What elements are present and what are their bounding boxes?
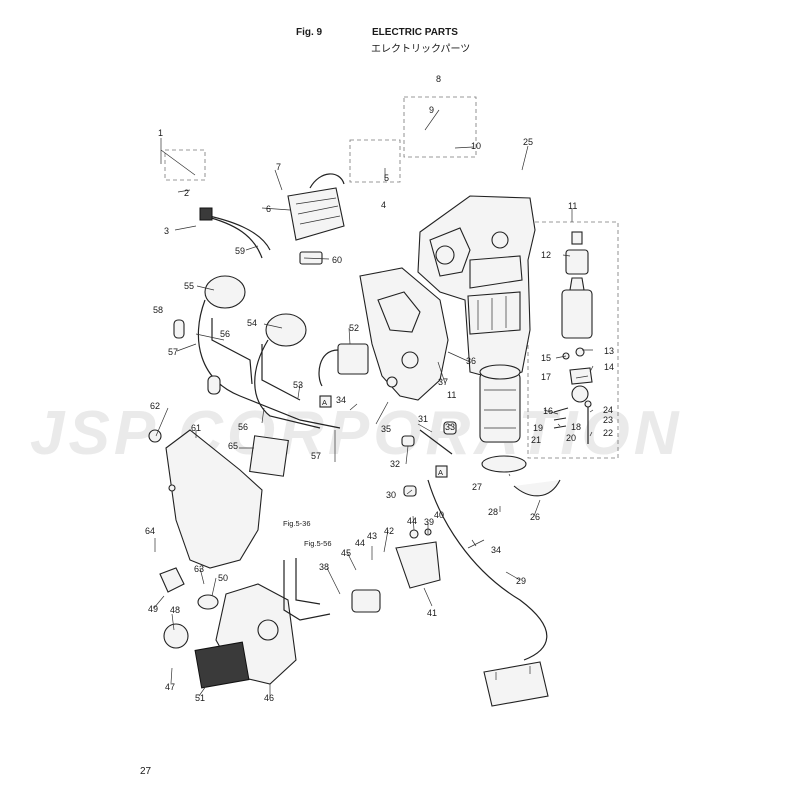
relay-52	[318, 343, 369, 387]
callout-61: 61	[191, 423, 201, 433]
callout-24: 24	[603, 405, 613, 415]
callout-1: 1	[158, 128, 163, 138]
callout-20: 20	[566, 433, 576, 443]
watermark: JSP CORPORATION	[30, 399, 683, 468]
callout-48: 48	[170, 605, 180, 615]
callout-34a: 34	[336, 395, 346, 405]
fig-ref-5-36: Fig.5-36	[283, 519, 311, 528]
starter-exploded	[553, 231, 593, 444]
title-japanese: エレクトリックパーツ	[371, 44, 471, 55]
callout-56b: 56	[238, 422, 248, 432]
marker-a-2: A	[438, 468, 443, 477]
callout-11b: 11	[447, 390, 456, 400]
callout-58: 58	[153, 305, 163, 315]
callout-4: 4	[381, 200, 386, 210]
callout-59: 59	[235, 246, 245, 256]
callout-2: 2	[184, 188, 189, 198]
callout-31: 31	[418, 414, 428, 424]
callout-49: 49	[148, 604, 158, 614]
powerhead	[417, 195, 536, 381]
callout-40: 40	[434, 510, 444, 520]
callout-46: 46	[264, 693, 274, 703]
callout-53: 53	[293, 380, 303, 390]
callout-57b: 57	[311, 451, 321, 461]
callout-7: 7	[276, 162, 281, 172]
group-box-8	[403, 96, 477, 158]
callout-47: 47	[165, 682, 175, 692]
callout-51: 51	[195, 693, 205, 703]
callout-21: 21	[531, 435, 541, 445]
callout-23: 23	[603, 415, 613, 425]
callout-25: 25	[523, 137, 533, 147]
callout-30: 30	[386, 490, 396, 500]
callout-45: 45	[341, 548, 351, 558]
callout-5: 5	[384, 173, 389, 183]
callout-numbers: 1 2 3 4 5 6 7 8 9 10 11 11 12 13 14 15 1…	[145, 74, 614, 703]
callout-11a: 11	[568, 201, 577, 211]
callout-36: 36	[466, 356, 476, 366]
callout-65: 65	[228, 441, 238, 451]
callout-42: 42	[384, 526, 394, 536]
fig-ref-5-56: Fig.5-56	[304, 539, 332, 548]
callout-62: 62	[150, 401, 160, 411]
callout-60: 60	[332, 255, 342, 265]
callout-26: 26	[530, 512, 540, 522]
callout-9: 9	[429, 105, 434, 115]
group-box-4	[349, 139, 401, 183]
callout-32: 32	[390, 459, 400, 469]
callout-6: 6	[266, 204, 271, 214]
leader-lines	[153, 109, 594, 697]
reference-labels: Fig.5-36 Fig.5-56 A A	[283, 395, 448, 548]
callout-27: 27	[472, 482, 482, 492]
group-box-1	[164, 149, 206, 181]
figure-label: Fig. 9	[296, 27, 323, 38]
callout-44b: 44	[355, 538, 365, 548]
callout-8: 8	[436, 74, 441, 84]
callout-16: 16	[543, 406, 553, 416]
callout-10: 10	[471, 141, 481, 151]
callout-15: 15	[541, 353, 551, 363]
title-english: ELECTRIC PARTS	[372, 27, 458, 38]
callout-19: 19	[533, 423, 543, 433]
callout-38: 38	[319, 562, 329, 572]
callout-43: 43	[367, 531, 377, 541]
electrical-cover	[148, 429, 289, 569]
mount-bracket	[359, 267, 449, 401]
marker-a-1: A	[322, 398, 327, 407]
callout-56a: 56	[220, 329, 230, 339]
callout-35: 35	[381, 424, 391, 434]
callout-22: 22	[603, 428, 613, 438]
callout-12: 12	[541, 250, 551, 260]
callout-39: 39	[424, 517, 434, 527]
relay-assemblies	[173, 275, 341, 429]
callout-44a: 44	[407, 516, 417, 526]
callout-34b: 34	[491, 545, 501, 555]
starter-motor	[479, 364, 521, 443]
callout-13: 13	[604, 346, 614, 356]
callout-57a: 57	[168, 347, 178, 357]
connector-parts	[283, 528, 441, 621]
cable-parts	[401, 421, 457, 497]
callout-17: 17	[541, 372, 551, 382]
callout-14: 14	[604, 362, 614, 372]
callout-64: 64	[145, 526, 155, 536]
callout-50: 50	[218, 573, 228, 583]
callout-63: 63	[194, 564, 204, 574]
callout-29: 29	[516, 576, 526, 586]
clamps	[481, 455, 561, 497]
callout-3: 3	[164, 226, 169, 236]
callout-54: 54	[247, 318, 257, 328]
ignition-plate	[159, 567, 297, 689]
callout-33: 33	[445, 422, 455, 432]
page-number: 27	[140, 766, 152, 777]
battery-cable	[427, 479, 549, 707]
callout-52: 52	[349, 323, 359, 333]
rectifier-regulator	[287, 173, 345, 241]
callout-28: 28	[488, 507, 498, 517]
callout-37: 37	[438, 377, 448, 387]
callout-18: 18	[571, 422, 581, 432]
callout-41: 41	[427, 608, 437, 618]
callout-55: 55	[184, 281, 194, 291]
